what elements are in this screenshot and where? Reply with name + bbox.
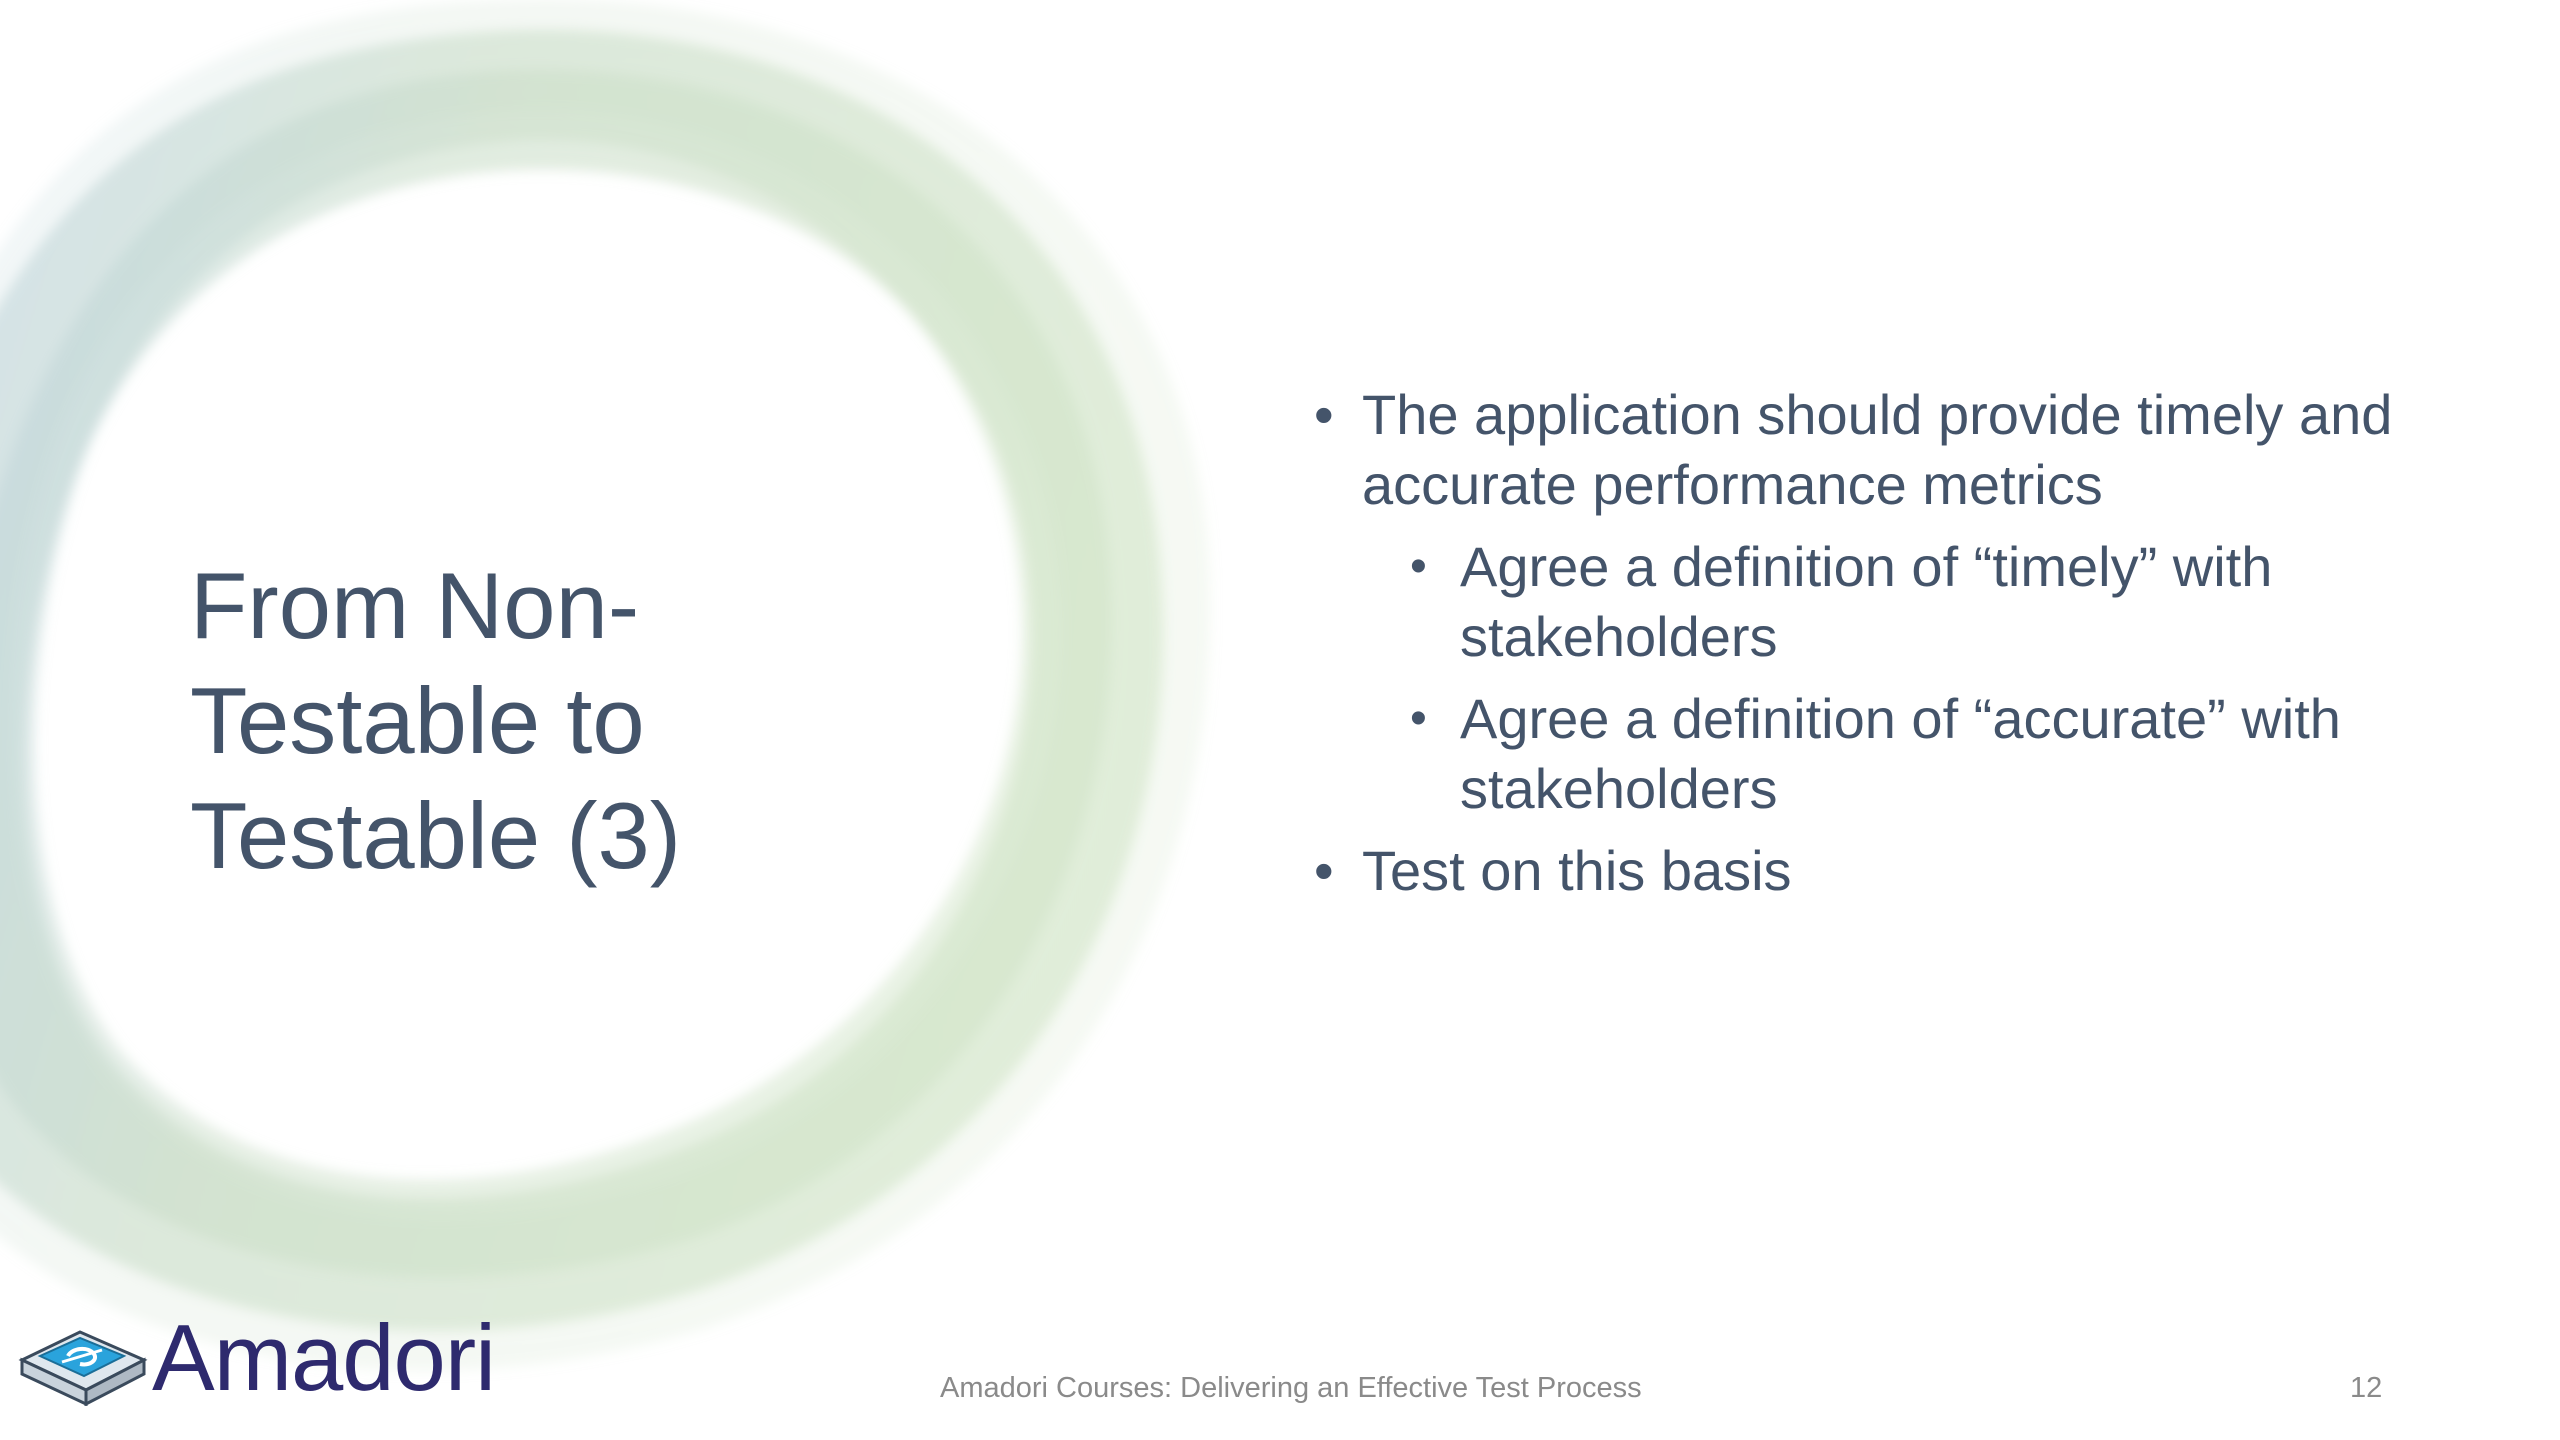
bullet-list: The application should provide timely an…: [1300, 380, 2440, 906]
title-line-2: Testable to: [190, 668, 645, 773]
logo-text: Amadori: [152, 1305, 496, 1410]
bullet-item-1-text: The application should provide timely an…: [1362, 383, 2393, 516]
footer-text: Amadori Courses: Delivering an Effective…: [940, 1372, 1642, 1404]
bullet-item-2: Test on this basis: [1300, 836, 2440, 906]
bullet-content: The application should provide timely an…: [1300, 380, 2440, 918]
sub-bullet-item-1: Agree a definition of “timely” with stak…: [1362, 532, 2440, 672]
slide-title: From Non- Testable to Testable (3): [190, 548, 950, 893]
amadori-box-logo-icon: [18, 1330, 148, 1406]
logo: Amadori: [18, 1305, 496, 1410]
bullet-item-1: The application should provide timely an…: [1300, 380, 2440, 824]
sub-bullet-list: Agree a definition of “timely” with stak…: [1362, 532, 2440, 824]
title-line-3: Testable (3): [190, 783, 682, 888]
page-number: 12: [2350, 1372, 2383, 1404]
sub-bullet-item-2: Agree a definition of “accurate” with st…: [1362, 684, 2440, 824]
title-line-1: From Non-: [190, 553, 640, 658]
